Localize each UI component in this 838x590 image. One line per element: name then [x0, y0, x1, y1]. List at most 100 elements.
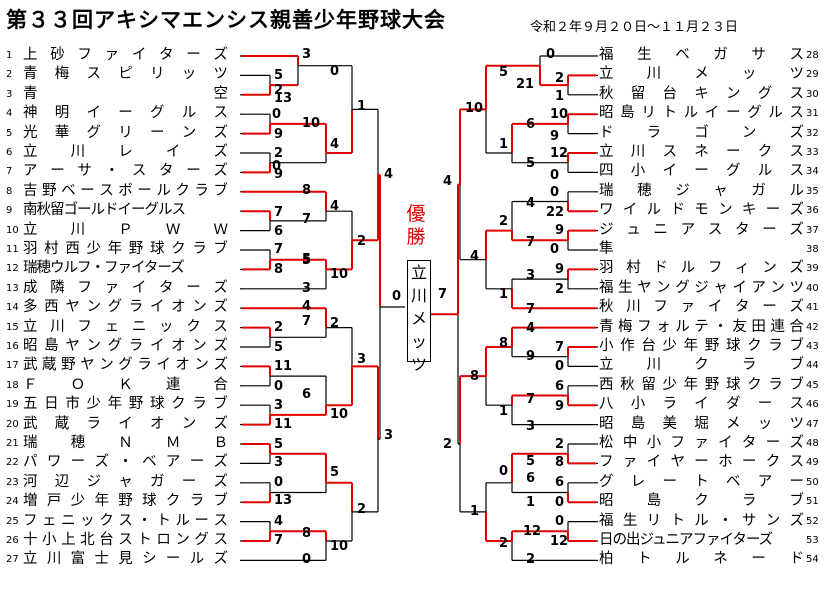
team-name-char: ゴ	[694, 124, 709, 141]
team-name-char: ニ	[653, 221, 668, 238]
game-score: 9	[555, 399, 565, 414]
team-name-char: ツ	[789, 66, 805, 83]
game-score: 3	[302, 281, 312, 296]
team-name-char: 瑞	[23, 435, 38, 451]
team-number: 37	[806, 224, 819, 236]
team-name-char: 羽	[23, 241, 38, 257]
game-score: 5	[526, 454, 536, 469]
team-name: ドラゴンズ	[599, 124, 804, 142]
team-name: 立川富士見シールズ	[23, 550, 228, 568]
team-name-char: 西	[44, 299, 59, 316]
team-name-char: ル	[757, 163, 773, 180]
team-name-char: 川	[70, 144, 86, 160]
team-name-char: ラ	[741, 493, 757, 510]
team-name-char: ー	[189, 454, 205, 471]
game-score: 4	[443, 174, 453, 189]
team-name-char: ア	[165, 454, 181, 471]
game-score: 2	[330, 316, 340, 331]
team-name-char: ク	[747, 338, 762, 354]
team-name-char: ェ	[104, 318, 120, 335]
team-name-char: 連	[770, 318, 785, 335]
game-score: 7	[274, 533, 284, 548]
team-name-char: ー	[757, 396, 773, 413]
team-name-char: 合	[789, 318, 804, 335]
team-name: アーサ・スターズ	[23, 162, 228, 180]
team-name-char: Ｏ	[70, 376, 86, 393]
team-name-char: ブ	[789, 493, 805, 510]
team-name-char: ク	[186, 318, 201, 335]
team-name-char: 球	[142, 493, 157, 510]
team-name-char: ス	[789, 105, 804, 122]
team-name-char: ヤ	[670, 454, 685, 471]
team-name-char: グ	[757, 85, 773, 102]
team-number: 12	[6, 263, 19, 275]
team-name: 日の出ジュニアファイターズ	[599, 532, 773, 548]
game-score: 10	[550, 107, 569, 122]
team-name-char: ク	[175, 182, 190, 199]
team-name-char: Ｐ	[118, 221, 133, 238]
team-name-char: イ	[707, 299, 723, 316]
team-name-char: ズ	[789, 260, 804, 277]
team-name: 瑞穂ウルフ・ファイターズ	[23, 260, 185, 277]
team-number: 44	[806, 360, 819, 372]
team-name-char: ル	[680, 260, 696, 277]
team-name-char: 青	[23, 85, 38, 102]
team-name-char: ラ	[768, 338, 783, 354]
team-name-char: 田	[751, 318, 766, 335]
page-title: 第３３回アキシマエンシス親善少年野球大会	[6, 7, 446, 32]
game-score: 5	[526, 156, 536, 171]
team-name-char: リ	[150, 66, 165, 83]
team-name-char: メ	[726, 415, 741, 432]
team-name-char: フ	[653, 299, 668, 316]
team-name-char: ー	[762, 221, 777, 238]
team-name-char: ァ	[680, 299, 696, 316]
team-name-char: ・	[104, 163, 120, 180]
team-name-char: 福	[599, 279, 614, 296]
team-name-char: 成	[23, 279, 38, 296]
game-score: 5	[330, 465, 340, 480]
game-score: 7	[526, 235, 536, 250]
team-name-char: 西	[65, 241, 80, 257]
team-name-char: ン	[718, 202, 733, 219]
game-score: 1	[555, 89, 565, 104]
team-name-char: ス	[213, 532, 228, 548]
team-name-char: リ	[118, 124, 133, 141]
game-score: 8	[499, 336, 509, 351]
team-name-char: 球	[149, 241, 165, 257]
game-score: 2	[526, 552, 536, 567]
team-number: 3	[6, 88, 13, 100]
team-name-char: ー	[789, 473, 805, 490]
team-number: 49	[806, 457, 819, 469]
team-number: 27	[6, 554, 19, 566]
game-score: 10	[302, 116, 321, 131]
team-name-char: ヤ	[65, 338, 80, 354]
game-score: 6	[526, 471, 536, 486]
team-name-char: 辺	[54, 473, 70, 490]
team-name-char: 村	[626, 260, 641, 277]
team-name-char: 友	[732, 318, 747, 335]
team-name-char: ス	[118, 512, 133, 529]
team-name: 立川スネークス	[599, 143, 804, 161]
team-name-char: ・	[713, 318, 728, 335]
game-score: 8	[274, 262, 284, 277]
team-name: ジュニアスターズ	[599, 221, 804, 239]
team-name-char: ン	[741, 124, 757, 141]
team-name-char: ト	[637, 551, 652, 568]
team-name-char: 五	[23, 396, 38, 413]
game-score: 8	[555, 455, 565, 470]
team-name-char: タ	[741, 435, 757, 451]
team-name-char: ク	[747, 376, 762, 393]
game-score: 0	[272, 159, 282, 174]
team-name-char: 隣	[50, 279, 65, 296]
team-name-char: 島	[646, 493, 662, 510]
team-number: 50	[806, 476, 819, 488]
team-name-char: グ	[150, 105, 165, 122]
team-name: 立川フェニックス	[23, 318, 228, 336]
team-name: 立川レイズ	[23, 143, 228, 161]
team-name-char: ク	[757, 144, 773, 160]
team-name-char: ト	[156, 512, 171, 529]
team-number: 7	[6, 166, 13, 178]
team-name-char: タ	[735, 299, 750, 316]
game-score: 21	[516, 77, 535, 92]
